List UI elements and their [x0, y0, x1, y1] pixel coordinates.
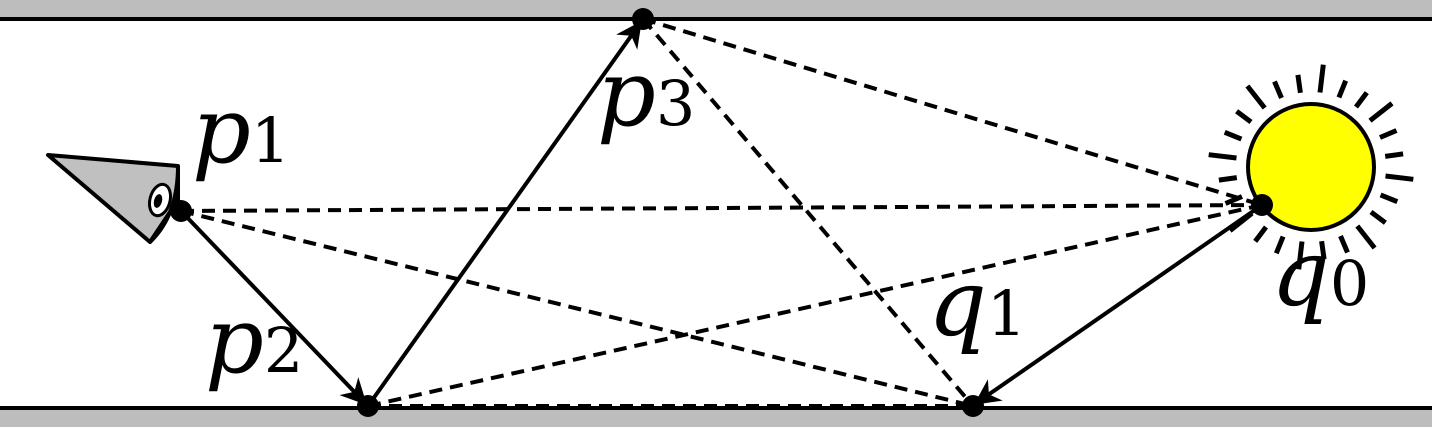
sun-ray	[1273, 235, 1286, 255]
sun-ray	[1354, 91, 1369, 109]
label-p1-index: 1	[251, 104, 290, 177]
label-p1-letter: p	[192, 77, 251, 184]
sun-ray	[1384, 151, 1404, 159]
label-p1: p1	[192, 77, 290, 184]
sun-ray	[1319, 240, 1327, 260]
sun-ray	[1369, 209, 1387, 225]
label-p2: p2	[205, 287, 303, 394]
label-q0-letter: q	[1271, 220, 1330, 327]
top-surface	[0, 0, 1432, 21]
connection-p1-q0	[180, 203, 1263, 213]
arrow-p2-p3	[366, 20, 643, 408]
sun-ray	[1385, 173, 1414, 182]
connection-p1-q1	[180, 209, 974, 408]
label-q1-letter: q	[928, 250, 987, 357]
sun-ray	[1224, 194, 1243, 206]
sun-ray	[1336, 79, 1349, 99]
label-p2-letter: p	[205, 287, 264, 394]
sun-ray	[1218, 175, 1238, 183]
vertices	[170, 8, 1273, 417]
connection-p3-q0	[642, 17, 1263, 207]
label-q0-index: 0	[1330, 247, 1369, 320]
label-q1: q1	[928, 250, 1026, 357]
sun-ray	[1379, 192, 1399, 205]
eye-icon	[46, 153, 180, 244]
arrow-q0-q1	[973, 203, 1264, 406]
bottom-surface	[0, 406, 1432, 427]
label-q0: q0	[1271, 220, 1369, 327]
label-q1-index: 1	[987, 277, 1026, 350]
sun-ray	[1296, 241, 1305, 270]
vertex-p2	[357, 395, 379, 417]
sun-ray	[1338, 235, 1350, 254]
sun-ray	[1223, 129, 1243, 142]
sun-icon	[1208, 64, 1414, 270]
sun-ray	[1295, 74, 1303, 94]
eye-path	[179, 20, 643, 408]
sun-ray	[1245, 84, 1267, 110]
light-path	[973, 203, 1264, 406]
sun-ray	[1368, 101, 1394, 123]
vertex-p3	[632, 8, 654, 30]
sun-ray	[1253, 225, 1268, 243]
connection-p3-q1	[641, 17, 975, 408]
sun-ray	[1235, 109, 1253, 125]
sun-ray	[1272, 80, 1284, 99]
sun-ray	[1355, 224, 1377, 250]
arrow-p1-p2	[179, 209, 368, 406]
sun-ray	[1317, 64, 1326, 93]
vertex-q1	[962, 395, 984, 417]
vertex-q0	[1251, 194, 1273, 216]
connection-p2-q0	[367, 203, 1263, 408]
sun-ray	[1379, 128, 1398, 140]
sun-ray	[1208, 152, 1237, 161]
label-p2-index: 2	[264, 314, 303, 387]
label-p3: p3	[597, 40, 695, 147]
vertex-p1	[170, 200, 192, 222]
label-p3-index: 3	[656, 67, 695, 140]
label-p3-letter: p	[597, 40, 656, 147]
connection-lines	[180, 17, 1263, 408]
